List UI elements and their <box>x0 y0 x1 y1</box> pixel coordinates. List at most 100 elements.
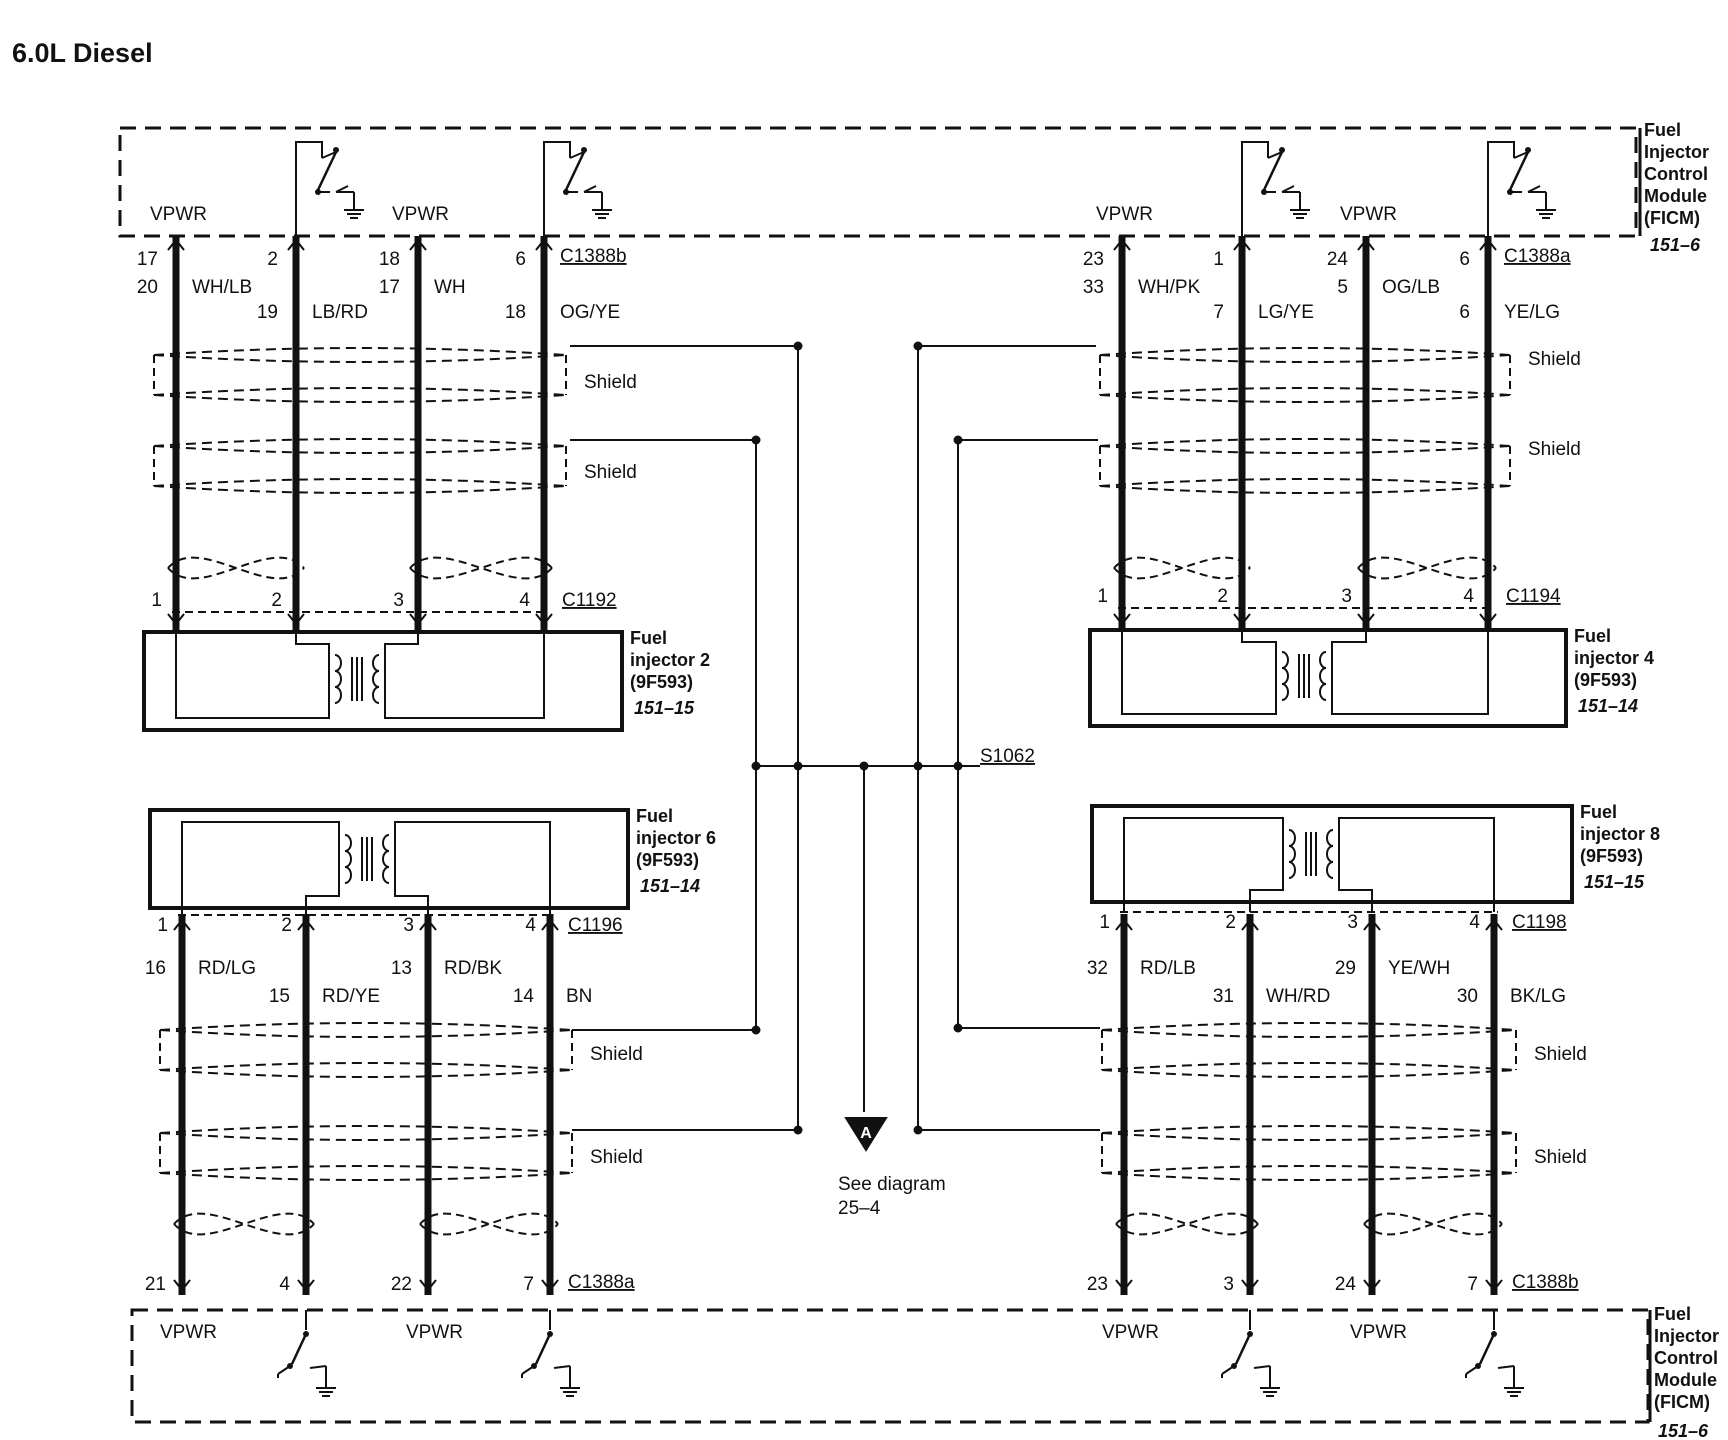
pin-arrow <box>1115 1279 1133 1292</box>
pin-arrow <box>1363 918 1381 931</box>
shield-bottom-edge <box>1099 485 1511 494</box>
shield-top-edge <box>159 1022 573 1031</box>
shield-label: Shield <box>590 1044 643 1065</box>
shield-top-edge <box>1101 1125 1517 1134</box>
connector-id: C1388a <box>1504 246 1571 267</box>
injector-ref: 151–14 <box>1578 696 1638 716</box>
shield-label: Shield <box>1534 1044 1587 1065</box>
coil-winding <box>334 670 342 688</box>
connector-id: C1388b <box>560 246 627 267</box>
vpwr-label: VPWR <box>160 1322 217 1343</box>
shield-top-edge <box>1099 347 1511 356</box>
shield-top-edge <box>1101 1029 1517 1038</box>
coil-winding <box>1288 845 1296 863</box>
coil-winding <box>1326 861 1334 879</box>
pin-ficm: 6 <box>1459 249 1470 270</box>
pin-arrow <box>541 1279 559 1292</box>
coil-winding <box>1326 829 1334 847</box>
pin-alt: 32 <box>1087 958 1108 979</box>
shield-bottom-edge <box>1099 394 1511 403</box>
pin-alt: 7 <box>1213 302 1224 323</box>
shield-label: Shield <box>1528 439 1581 460</box>
junction-dot <box>953 1023 963 1033</box>
pin-alt: 29 <box>1335 958 1356 979</box>
ficm-top-name: Control <box>1644 164 1708 184</box>
junction-dot <box>751 1025 761 1035</box>
coil-winding <box>1319 651 1327 669</box>
pin-alt: 20 <box>137 277 158 298</box>
pin-arrow <box>535 238 553 251</box>
injector-name: Fuel <box>636 806 673 826</box>
shield-bottom-edge <box>1101 1069 1517 1078</box>
pin-arrow <box>1479 238 1497 251</box>
vpwr-label: VPWR <box>406 1322 463 1343</box>
injector-name: (9F593) <box>636 850 699 870</box>
junction-dot <box>953 761 963 771</box>
shield-bottom-edge <box>1101 1172 1517 1181</box>
pin-arrow <box>1357 238 1375 251</box>
ficm-top-name: Fuel <box>1644 120 1681 140</box>
vpwr-label: VPWR <box>1096 204 1153 225</box>
pin-ficm: 4 <box>279 1274 290 1295</box>
coil-winding <box>1319 667 1327 685</box>
switch-blade <box>564 151 586 191</box>
pin-arrow <box>173 1279 191 1292</box>
twist-curve <box>1363 1212 1503 1236</box>
twist-curve <box>1115 1212 1259 1236</box>
coil-winding <box>1288 829 1296 847</box>
injector-box <box>142 630 624 732</box>
junction-dot <box>913 761 923 771</box>
ficm-top-box <box>118 126 1638 238</box>
page-title: 6.0L Diesel <box>12 38 153 68</box>
wire-color: OG/YE <box>560 302 620 323</box>
wire-color: BK/LG <box>1510 986 1566 1007</box>
switch-feed <box>543 141 571 236</box>
injector-ref: 151–14 <box>640 876 700 896</box>
injector-ref: 151–15 <box>634 698 695 718</box>
switch-blade <box>290 1333 308 1365</box>
coil-winding <box>344 834 352 852</box>
injector-pin: 4 <box>525 915 536 936</box>
twist-curve <box>1115 1212 1259 1236</box>
injector-pin: 3 <box>403 915 414 936</box>
switch-blade <box>1527 185 1541 193</box>
shield-top-edge <box>159 1132 573 1141</box>
shield-top-edge <box>153 438 567 447</box>
pin-arrow <box>409 238 427 251</box>
coil-winding <box>372 654 380 672</box>
injector-lead <box>305 886 340 915</box>
junction-dot <box>751 761 761 771</box>
coil-winding <box>1326 845 1334 863</box>
pin-arrow <box>419 918 437 931</box>
switch-lead <box>1221 1365 1235 1375</box>
injector-lead <box>175 612 330 719</box>
injector-pin: 1 <box>1097 586 1108 607</box>
injector-pin: 4 <box>519 590 530 611</box>
coil-winding <box>334 686 342 704</box>
shield-top-edge <box>153 354 567 363</box>
wire-color: RD/LB <box>1140 958 1196 979</box>
vpwr-label: VPWR <box>150 204 207 225</box>
twist-curve <box>1357 556 1497 580</box>
injector-pin: 2 <box>281 915 292 936</box>
switch-blade <box>1281 185 1295 193</box>
pin-arrow <box>1241 1279 1259 1292</box>
injector-name: (9F593) <box>1574 670 1637 690</box>
junction-dot <box>581 147 587 153</box>
injector-name: injector 6 <box>636 828 716 848</box>
injector-lead <box>394 821 551 915</box>
pin-arrow <box>167 238 185 251</box>
switch-blade <box>335 185 349 193</box>
wire-color: WH/RD <box>1266 986 1330 1007</box>
wire-color: YE/LG <box>1504 302 1560 323</box>
pin-alt: 17 <box>379 277 400 298</box>
injector-name: (9F593) <box>630 672 693 692</box>
junction-dot <box>333 147 339 153</box>
switch-lead <box>521 1365 535 1375</box>
shield-top-edge <box>153 445 567 454</box>
injector-box <box>148 808 630 910</box>
ficm-bottom-name: Fuel <box>1654 1304 1691 1324</box>
injector-ref: 151–15 <box>1584 872 1645 892</box>
